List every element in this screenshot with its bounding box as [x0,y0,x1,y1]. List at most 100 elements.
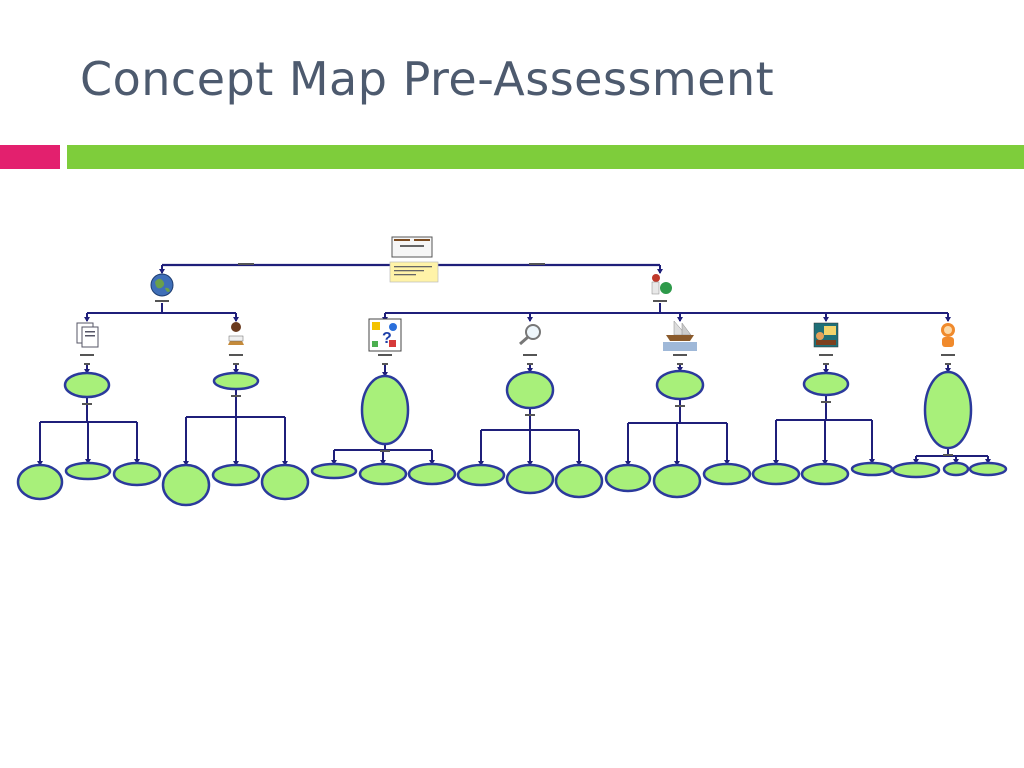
arrow-head [382,372,388,377]
tiny-label [84,363,90,365]
concept-oval [63,371,111,399]
child-concept-oval [161,463,211,507]
tiny-label [80,354,94,356]
tiny-label [378,354,392,356]
person-with-shape-icon [651,274,672,295]
arrow-head [429,460,435,465]
arrow-head [233,461,239,466]
tiny-label [82,403,92,405]
arrow-head [945,368,951,373]
arrow-head [183,461,189,466]
arrow-head [37,461,43,466]
arrow-head [953,459,959,464]
child-concept-oval [64,461,112,481]
child-concept-oval [112,461,162,487]
arrow-head [527,317,533,322]
child-concept-oval [751,462,801,486]
child-concept-oval [942,461,970,477]
arrow-head [822,460,828,465]
child-concept-oval [968,461,1008,477]
child-concept-oval [702,462,752,486]
arrow-head [85,459,91,464]
globe-icon [150,273,174,297]
tiny-label [943,454,953,456]
arrow-head [913,459,919,464]
concept-map: ? [0,225,1024,515]
tiny-label [653,300,667,302]
tiny-label [677,363,683,365]
tiny-label [380,450,390,452]
book-icon [391,236,433,258]
arrow-head [159,269,165,274]
ship-icon [663,320,697,351]
tiny-label [821,401,831,403]
arrow-head [380,460,386,465]
svg-text:?: ? [382,330,392,347]
concept-oval [923,370,973,450]
child-concept-oval [456,463,506,487]
tiny-label [819,354,833,356]
child-concept-oval [211,463,261,487]
child-concept-oval [407,462,457,486]
arrow-head [233,369,239,374]
tiny-label [941,354,955,356]
child-concept-oval [16,463,64,501]
person-reading-icon [228,322,244,345]
child-concept-oval [554,463,604,499]
arrow-head [134,459,140,464]
arrow-head [478,461,484,466]
tiny-label [238,263,254,265]
tiny-label [155,300,169,302]
tiny-label [231,395,241,397]
tiny-label [529,263,545,265]
arrow-head [945,317,951,322]
tiny-label [945,363,951,365]
arrow-head [527,461,533,466]
puzzle-shapes-icon: ? [368,318,402,352]
documents-icon [76,322,99,348]
concept-oval [802,371,850,397]
arrow-head [625,461,631,466]
arrow-head [527,368,533,373]
child-concept-oval [310,462,358,480]
arrow-head [985,459,991,464]
sticky-note [389,261,439,283]
concept-oval [505,370,555,410]
arrow-head [84,317,90,322]
arrow-head [674,461,680,466]
tiny-label [525,414,535,416]
connector-lines [37,263,991,466]
tiny-label [229,354,243,356]
child-concept-oval [505,463,555,495]
concept-oval [655,369,705,401]
arrow-head [724,460,730,465]
concept-icons: ? [76,236,955,456]
tiny-label [823,363,829,365]
character-icon [941,323,955,347]
arrow-head [677,317,683,322]
arrow-head [233,317,239,322]
child-concept-oval [652,463,702,499]
arrow-head [331,460,337,465]
arrow-head [823,317,829,322]
concept-oval [212,371,260,391]
tiny-label [382,363,388,365]
concept-ovals [16,369,1008,507]
arrow-head [773,460,779,465]
child-concept-oval [358,462,408,486]
tiny-label [523,354,537,356]
tiny-label [233,363,239,365]
concept-map-svg: ? [16,236,1008,507]
arrow-head [576,461,582,466]
arrow-head [823,369,829,374]
child-concept-oval [850,461,894,477]
arrow-head [282,461,288,466]
child-concept-oval [604,463,652,493]
magnifying-glass-icon [519,324,541,346]
slide-title: Concept Map Pre-Assessment [80,52,775,106]
child-concept-oval [891,461,941,479]
tiny-label [673,354,687,356]
pink-accent-bar [0,145,60,169]
concept-oval [360,374,410,446]
